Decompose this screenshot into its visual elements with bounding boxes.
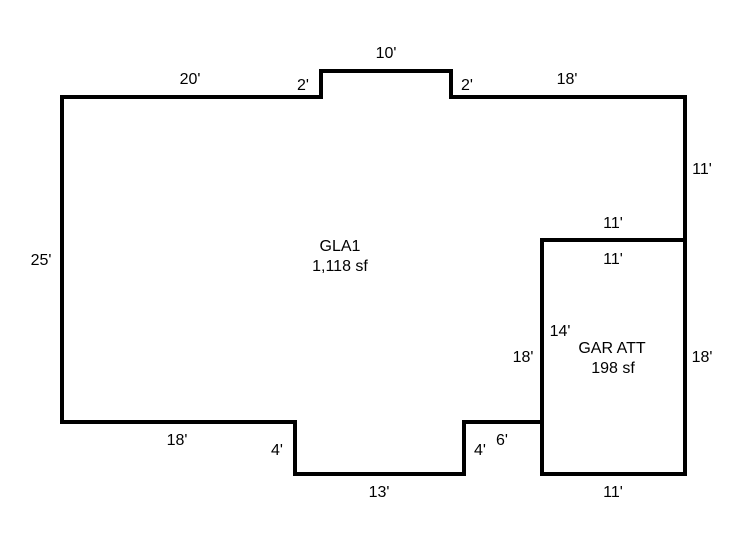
- gla-area-label: 1,118 sf: [312, 258, 368, 275]
- gla-name-label: GLA1: [320, 238, 361, 255]
- garage-outline: [540, 238, 687, 476]
- dim-garage-top-inner: 11': [603, 251, 623, 268]
- dim-bump-left-step: 2': [297, 77, 309, 94]
- dim-notch-left: 4': [271, 442, 283, 459]
- gla-outline: [60, 69, 687, 476]
- dim-notch-bottom: 13': [369, 484, 390, 501]
- dim-bump-right-step: 2': [461, 77, 473, 94]
- dim-garage-left-inner: 14': [550, 323, 571, 340]
- dim-right-upper: 11': [692, 161, 712, 178]
- dim-bottom-left: 18': [167, 432, 188, 449]
- garage-area-label: 198 sf: [591, 360, 635, 377]
- dim-notch-right: 4': [474, 442, 486, 459]
- dim-garage-right: 18': [692, 349, 713, 366]
- dim-garage-top-outer: 11': [603, 215, 623, 232]
- dim-garage-left-outer: 18': [513, 349, 534, 366]
- dim-left-side: 25': [31, 252, 52, 269]
- dim-garage-bottom: 11': [603, 484, 623, 501]
- dim-bump-top: 10': [376, 45, 397, 62]
- dim-connector: 6': [496, 432, 508, 449]
- dim-top-left: 20': [180, 71, 201, 88]
- dim-top-right: 18': [557, 71, 578, 88]
- garage-name-label: GAR ATT: [578, 340, 645, 357]
